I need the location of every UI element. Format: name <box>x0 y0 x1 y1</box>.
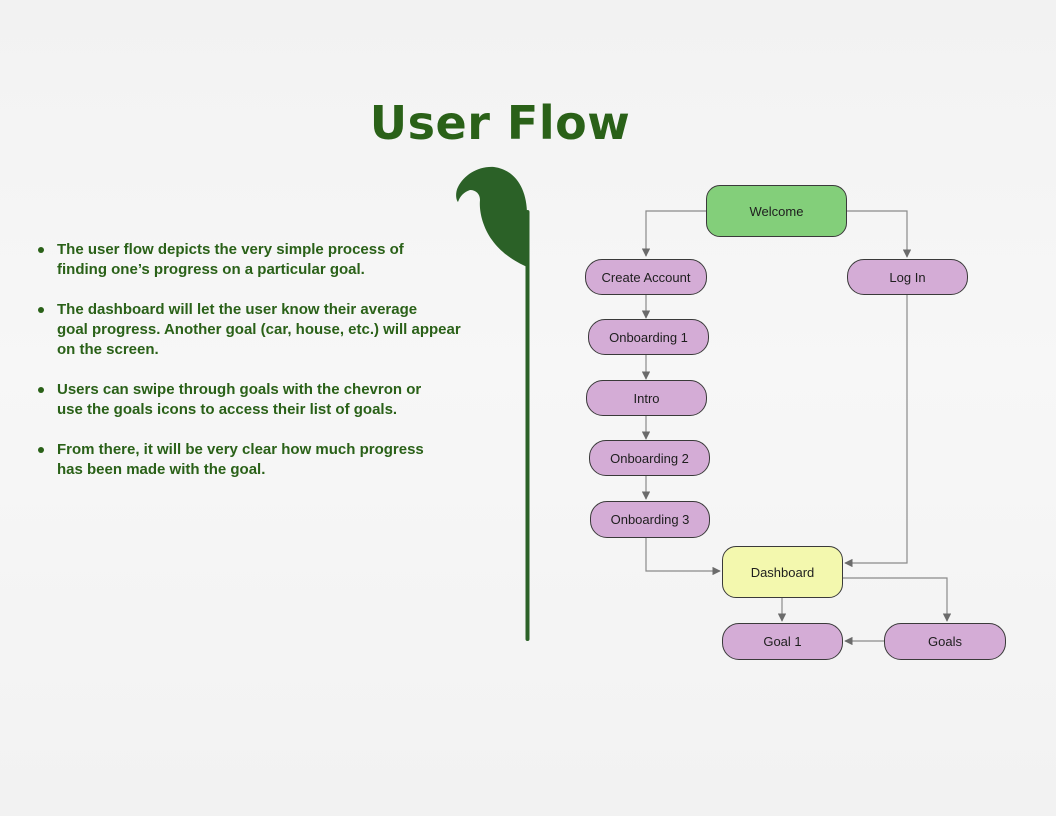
bullet-item: From there, it will be very clear how mu… <box>38 440 508 480</box>
connector-onb3-dashboard <box>645 538 721 576</box>
node-intro: Intro <box>586 380 707 416</box>
bullet-item: The user flow depicts the very simple pr… <box>38 240 508 280</box>
eagle-divider-icon <box>456 166 530 641</box>
bullet-text: From there, it will be very clear how mu… <box>57 441 424 478</box>
connector-welcome-create <box>641 210 707 257</box>
node-onboarding-1: Onboarding 1 <box>588 319 709 355</box>
connector-dashboard-goals <box>843 577 952 622</box>
bullet-item: Users can swipe through goals with the c… <box>38 380 508 420</box>
bullet-dot <box>38 247 44 253</box>
node-goals: Goals <box>884 623 1006 660</box>
node-onboarding-2: Onboarding 2 <box>589 440 710 476</box>
description-list: The user flow depicts the very simple pr… <box>38 240 508 500</box>
node-dashboard: Dashboard <box>722 546 843 598</box>
page-title: User Flow <box>369 96 631 150</box>
node-create-account: Create Account <box>585 259 707 295</box>
connector-login-dashboard <box>844 295 908 568</box>
bullet-text: Users can swipe through goals with the c… <box>57 381 422 418</box>
node-welcome: Welcome <box>706 185 847 237</box>
bullet-text: The user flow depicts the very simple pr… <box>57 241 404 278</box>
bullet-dot <box>38 307 44 313</box>
bullet-dot <box>38 447 44 453</box>
node-onboarding-3: Onboarding 3 <box>590 501 710 538</box>
node-log-in: Log In <box>847 259 968 295</box>
connector-welcome-login <box>846 210 912 258</box>
bullet-dot <box>38 387 44 393</box>
bullet-item: The dashboard will let the user know the… <box>38 300 508 360</box>
bullet-text: The dashboard will let the user know the… <box>57 301 461 358</box>
node-goal-1: Goal 1 <box>722 623 843 660</box>
